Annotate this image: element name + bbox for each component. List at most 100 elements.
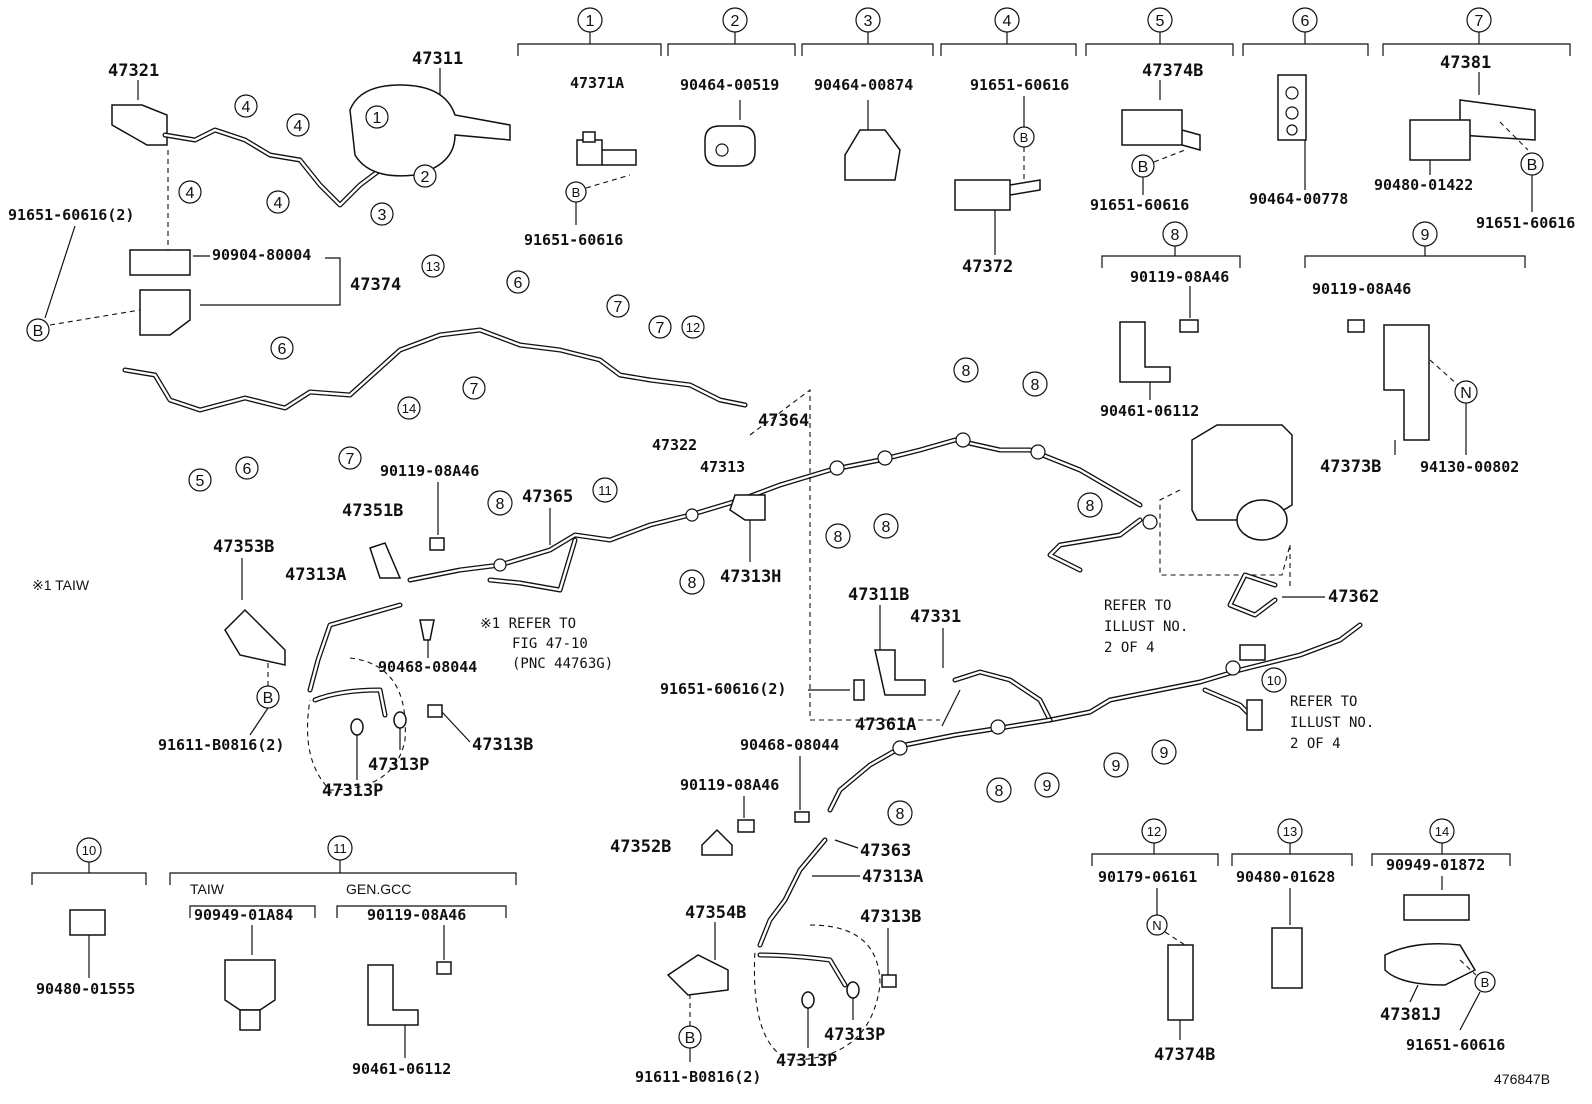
callout-12: 12: [686, 320, 700, 335]
part-label: 47311: [412, 49, 463, 69]
bolt-icon: [429, 537, 445, 551]
part-label: 47331: [910, 607, 961, 627]
group-13: 13 90480-01628: [1231, 818, 1353, 989]
part-label: 90179-06161: [1098, 868, 1197, 886]
group-14-number: 14: [1435, 824, 1449, 839]
figure-id: 476847B: [1494, 1071, 1550, 1087]
lower-brake-line: 10 9 9 9 8 8 47311B 47331 91651-60616(2)…: [610, 585, 1363, 1086]
callout-8: 8: [496, 496, 505, 513]
bolt-icon: [881, 974, 897, 988]
part-label: 47371A: [570, 74, 624, 92]
part-label: 47374: [350, 275, 401, 295]
clip-icon: [239, 1009, 261, 1031]
clamp-icon: [576, 139, 637, 166]
notes: ※1 TAIW ※1 REFER TO FIG 47-10 (PNC 44763…: [32, 577, 1550, 1087]
bolt-icon: [436, 961, 452, 975]
callout-4: 4: [242, 99, 251, 116]
callout-8: 8: [962, 363, 971, 380]
part-label: 90464-00519: [680, 76, 779, 94]
variant-label: TAIW: [190, 881, 225, 897]
callout-8: 8: [995, 783, 1004, 800]
callout-2: 2: [421, 169, 430, 186]
marker-b: B: [33, 323, 44, 340]
group-4-number: 4: [1003, 13, 1012, 30]
group-9-number: 9: [1421, 227, 1430, 244]
group-5: 5 47374B B 91651-60616: [1085, 7, 1234, 214]
refer-note: REFER TO: [1104, 598, 1171, 614]
clamp-icon: [954, 179, 1041, 211]
part-label: 90464-00778: [1249, 190, 1348, 208]
bolt-icon: [1347, 319, 1365, 333]
marker-b: B: [1020, 130, 1029, 145]
clip-icon: [1403, 894, 1470, 921]
clip-icon: [224, 959, 276, 1011]
abs-actuator: 47362: [1159, 424, 1379, 618]
bolt-icon: [427, 704, 443, 718]
group-3: 3 90464-00874: [801, 7, 934, 181]
callout-1: 1: [373, 110, 382, 127]
part-label: 90480-01422: [1374, 176, 1473, 194]
callout-4: 4: [186, 185, 195, 202]
bolt-icon: [737, 819, 755, 833]
group-8: 8 90119-08A46 90461-06112: [1100, 221, 1241, 420]
part-label: 90949-01A84: [194, 906, 293, 924]
clip-icon: [419, 619, 435, 641]
group-4: 4 91651-60616 B 47372: [940, 7, 1077, 277]
clip-icon: [1239, 644, 1266, 661]
part-label: 47363: [860, 841, 911, 861]
part-label: 90119-08A46: [367, 906, 466, 924]
group-2: 2 90464-00519: [667, 7, 796, 167]
clip-icon: [69, 909, 106, 936]
clip-icon: [1271, 927, 1303, 989]
part-label: 90119-08A46: [1312, 280, 1411, 298]
clamp-icon: [1409, 119, 1471, 161]
part-label: 47365: [522, 487, 573, 507]
part-label: 47311B: [848, 585, 909, 605]
part-label: 47374B: [1142, 61, 1203, 81]
part-label: 47381J: [1380, 1005, 1441, 1025]
part-label: 47313: [700, 458, 745, 476]
marker-b: B: [263, 690, 274, 707]
part-label: 91651-60616: [1476, 214, 1575, 232]
marker-b: B: [572, 185, 581, 200]
part-label: 47354B: [685, 903, 746, 923]
bolt-icon: [1179, 319, 1199, 333]
group-1: 1 47371A B 91651-60616: [517, 7, 662, 249]
part-label: 47362: [1328, 587, 1379, 607]
refer-note: 2 OF 4: [1290, 736, 1341, 752]
group-11: 11 TAIW 90949-01A84 GEN.GCC 90119-08A46 …: [169, 835, 517, 1078]
part-label: 94130-00802: [1420, 458, 1519, 476]
callout-6: 6: [278, 341, 287, 358]
callout-4: 4: [294, 118, 303, 135]
part-label: 91651-60616: [1090, 196, 1189, 214]
part-label: 47381: [1440, 53, 1491, 73]
bracket-icon: [139, 289, 191, 336]
clip-icon: [1246, 699, 1263, 731]
part-label: 47352B: [610, 837, 671, 857]
group-8-number: 8: [1171, 227, 1180, 244]
callout-8: 8: [896, 806, 905, 823]
callout-6: 6: [514, 275, 523, 292]
group-2-number: 2: [731, 13, 740, 30]
bracket-icon: [729, 494, 766, 521]
group-9: 9 90119-08A46 47373B N 94130-00802: [1304, 221, 1526, 477]
refer-note: REFER TO: [1290, 694, 1357, 710]
callout-8: 8: [882, 519, 891, 536]
part-label: 47361A: [855, 715, 916, 735]
marker-b: B: [685, 1030, 696, 1047]
clamp-icon: [844, 129, 901, 181]
marker-b: B: [1138, 159, 1149, 176]
part-label: 47321: [108, 61, 159, 81]
clamp-icon: [1167, 944, 1194, 1021]
actuator-icon: [1191, 424, 1293, 521]
bracket-icon: [1383, 324, 1430, 441]
clamp-icon: [1121, 109, 1201, 151]
refer-note: ILLUST NO.: [1290, 715, 1374, 731]
part-label: 47373B: [1320, 457, 1381, 477]
part-label: 91651-60616: [524, 231, 623, 249]
part-label: 47364: [758, 411, 809, 431]
clip-icon: [794, 811, 810, 823]
group-3-number: 3: [864, 13, 873, 30]
